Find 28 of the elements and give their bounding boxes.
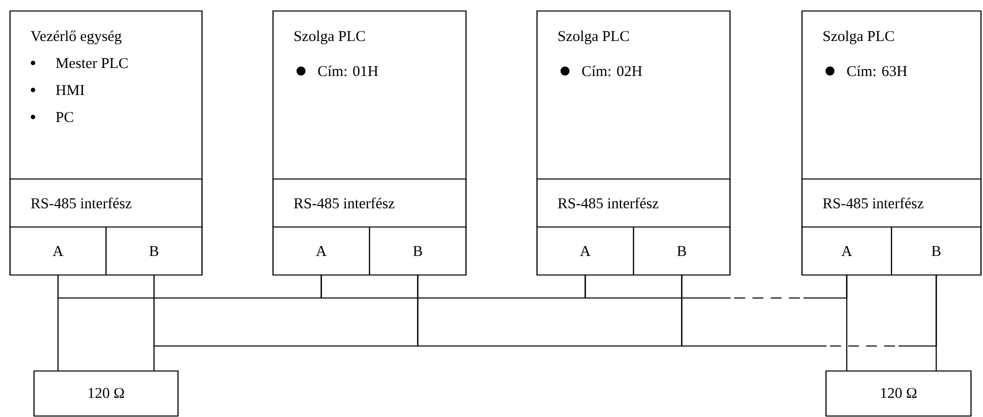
terminal-cell: B [105, 226, 203, 276]
bus-wire [846, 276, 848, 370]
bus-wire [936, 276, 937, 370]
interface-band: RS-485 interfész [9, 178, 203, 228]
bullet-item: Cím: 01H [296, 66, 378, 76]
resistor-box: 120 Ω [825, 370, 972, 417]
bus-wire [153, 276, 155, 370]
terminal-cell: A [801, 226, 892, 276]
interface-band: RS-485 interfész [801, 178, 982, 228]
bus-wire [320, 276, 586, 299]
interface-band: RS-485 interfész [272, 178, 467, 228]
bullet-item: Mester PLC [30, 58, 128, 68]
bus-wire [584, 276, 848, 299]
terminal-cell: B [890, 226, 982, 276]
terminal-cell: A [272, 226, 370, 276]
bus-wire [681, 276, 937, 347]
interface-band: RS-485 interfész [536, 178, 731, 228]
terminal-cell: B [368, 226, 467, 276]
bullet-item: Cím: 63H [826, 66, 907, 76]
bullet-item: PC [30, 112, 74, 122]
terminal-cell: B [632, 226, 731, 276]
terminal-cell: A [9, 226, 107, 276]
terminal-cell: A [536, 226, 634, 276]
bullet-item: HMI [30, 85, 84, 95]
bus-wire [417, 276, 682, 347]
bullet-item: Cím: 02H [560, 66, 642, 76]
resistor-box: 120 Ω [33, 370, 179, 417]
bus-wire [57, 276, 59, 370]
